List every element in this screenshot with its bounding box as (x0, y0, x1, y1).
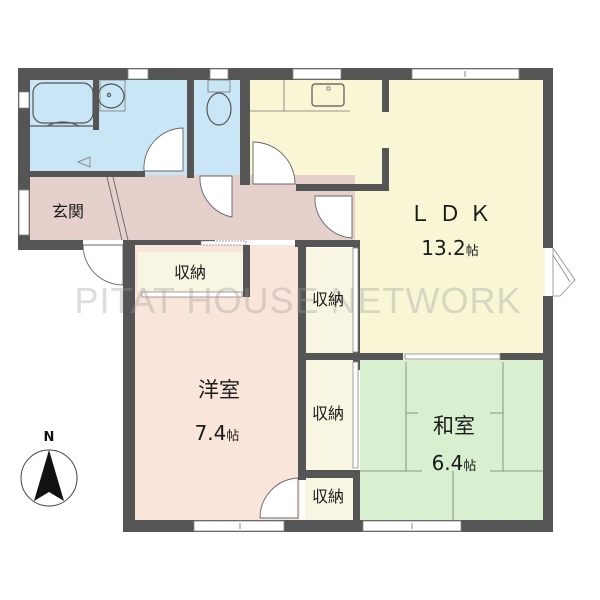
windows (18, 68, 576, 532)
storage-2-label: 収納 (312, 290, 344, 309)
tatami-lines (360, 362, 545, 520)
storage-3-area (305, 360, 353, 470)
japanese-room-area (360, 360, 545, 520)
western-room-area-unit: 帖 (226, 429, 239, 444)
kitchen-counter-icon (250, 80, 350, 112)
storage-2-area (305, 248, 353, 353)
western-room-area-label: 7.4帖 (195, 421, 240, 445)
western-room-area-value: 7.4 (195, 421, 227, 445)
storage-3-label: 収納 (312, 404, 344, 423)
ldk-area-unit: 帖 (466, 244, 479, 259)
watermark-text: PITAT HOUSE NETWORK (74, 280, 521, 321)
north-arrow-icon (34, 450, 64, 501)
drain-marker-icon (76, 156, 91, 168)
storage-4-label: 収納 (312, 487, 344, 506)
entrance-label: 玄関 (52, 202, 84, 221)
door-swings (82, 127, 353, 519)
japanese-room-area-label: 6.4帖 (432, 451, 477, 475)
western-room-label: 洋室 (198, 378, 240, 402)
storage-1-area (138, 252, 243, 292)
compass-north-label: N (44, 430, 55, 445)
storage-4-area (305, 478, 353, 520)
compass-icon: N (20, 430, 78, 507)
storage-1-label: 収納 (174, 263, 206, 282)
ldk-area (355, 80, 545, 360)
ldk-area-label: 13.2帖 (421, 236, 479, 260)
japanese-room-area-value: 6.4 (432, 451, 464, 475)
japanese-room-area-unit: 帖 (463, 459, 476, 474)
toilet-area (195, 80, 240, 190)
japanese-room-label: 和室 (433, 414, 475, 438)
ldk-label: ＬＤＫ (409, 202, 499, 227)
ldk-area-value: 13.2 (421, 236, 466, 260)
